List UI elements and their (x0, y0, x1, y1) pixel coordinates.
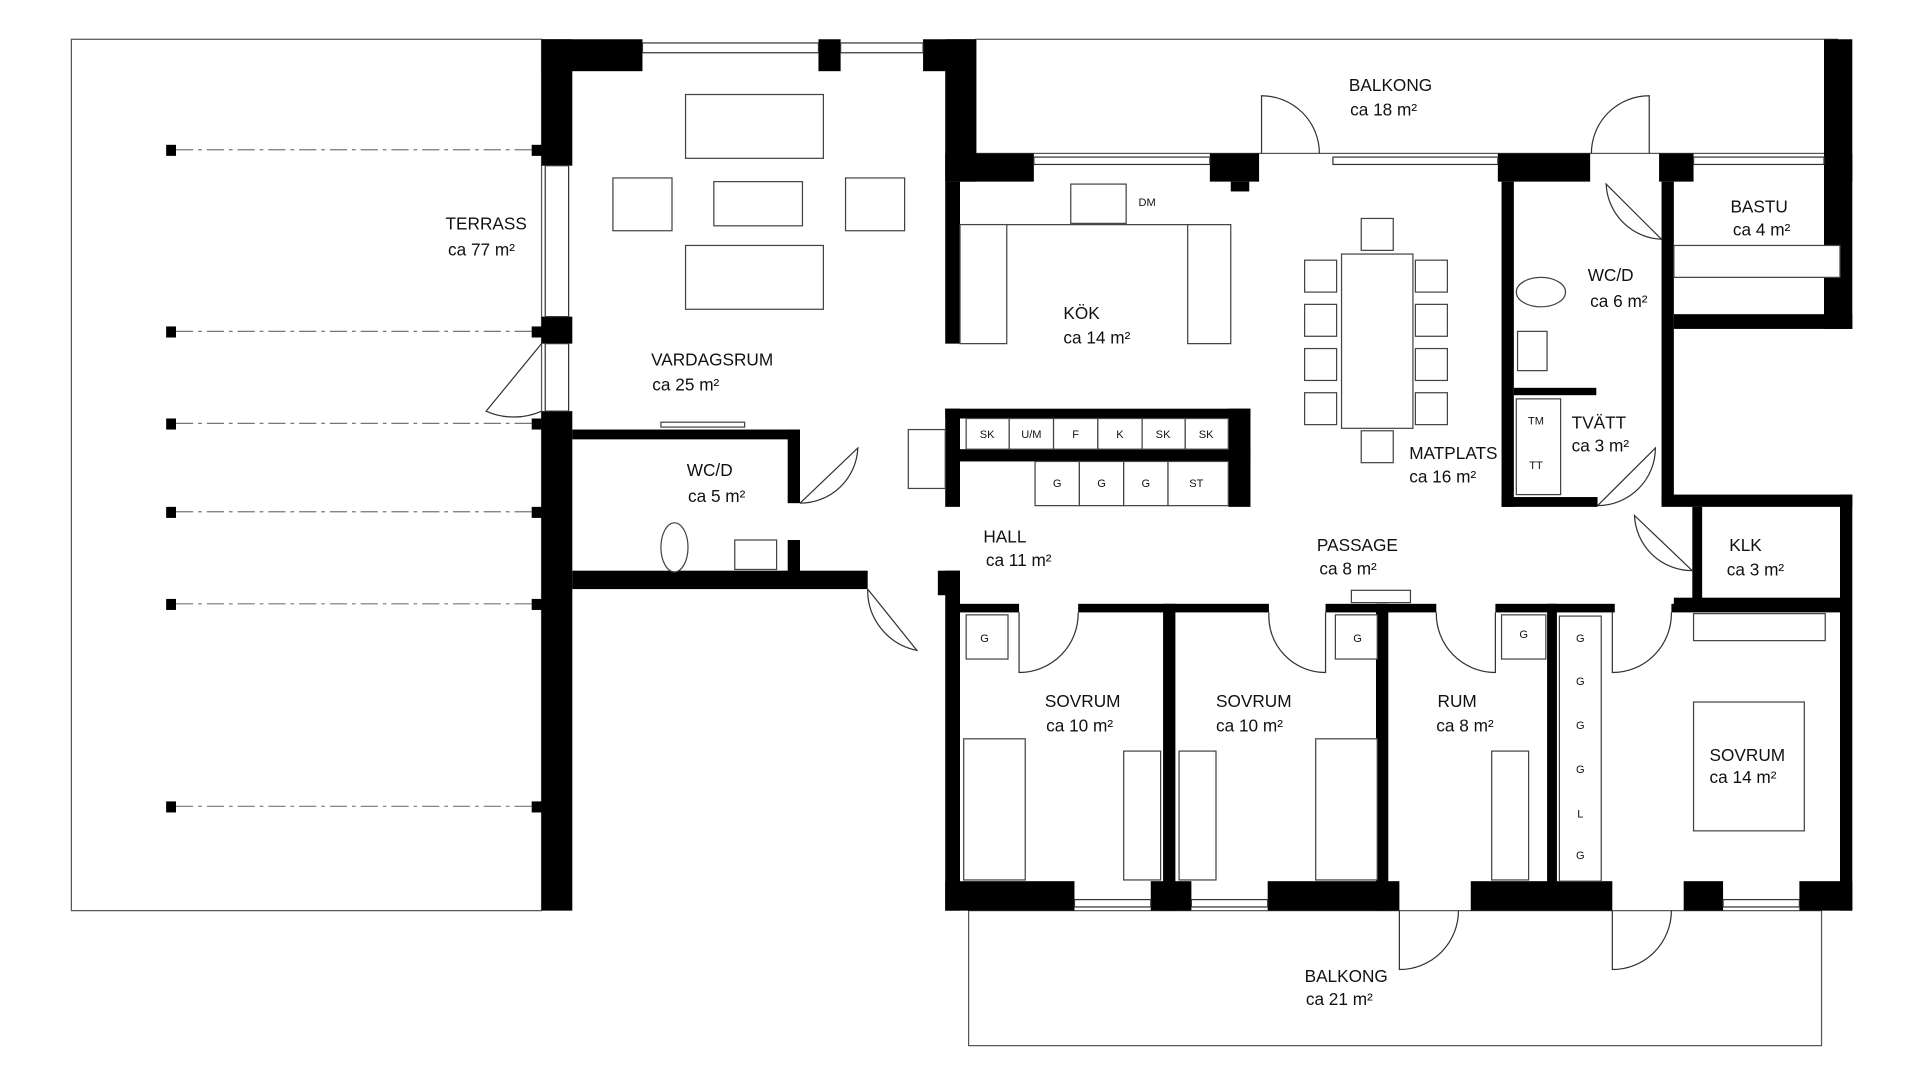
room-name-tvatt: TVÄTT (1572, 412, 1627, 432)
room-name-bastu: BASTU (1730, 196, 1787, 216)
room-name-rum: RUM (1438, 691, 1477, 711)
closet-label: L (1577, 808, 1583, 820)
room-area-balkong-bottom: ca 21 m² (1306, 989, 1373, 1009)
cabinet-label: ST (1189, 478, 1203, 490)
room-name-terrass: TERRASS (446, 214, 527, 234)
furniture (612, 93, 1841, 881)
hall-upper-cabinets: SK U/M F K SK SK (965, 417, 1229, 450)
room-area-balkong-top: ca 18 m² (1350, 99, 1417, 119)
balcony-bottom-outline (968, 910, 1823, 1047)
room-name-wcd-right: WC/D (1588, 265, 1634, 285)
wardrobe-label: G (1519, 629, 1528, 641)
room-name-wcd-left: WC/D (687, 460, 733, 480)
room-name-kok: KÖK (1063, 303, 1100, 323)
room-area-sovrum-3: ca 14 m² (1710, 767, 1777, 787)
wardrobe-label: G (1353, 633, 1362, 645)
cabinet-label: U/M (1021, 429, 1041, 441)
room-area-kok: ca 14 m² (1063, 328, 1130, 348)
room-area-sovrum-2: ca 10 m² (1216, 715, 1283, 735)
wardrobe-label: G (980, 633, 989, 645)
room-name-sovrum-2: SOVRUM (1216, 691, 1292, 711)
fixture-labels: DM SK U/M F K SK SK G G G ST TM TT G G G… (965, 197, 1602, 882)
room-name-vardagsrum: VARDAGSRUM (651, 350, 773, 370)
dishwasher-label: DM (1138, 197, 1155, 209)
doors (485, 95, 1693, 971)
room-area-tvatt: ca 3 m² (1572, 436, 1630, 456)
cabinet-label: G (1142, 478, 1151, 490)
room-name-hall: HALL (983, 526, 1026, 546)
windows (544, 42, 1825, 908)
room-area-rum: ca 8 m² (1436, 715, 1494, 735)
room-name-sovrum-3: SOVRUM (1710, 745, 1786, 765)
terrace-outline (70, 38, 543, 912)
dryer-label: TT (1529, 460, 1543, 472)
room-name-sovrum-1: SOVRUM (1045, 691, 1121, 711)
walls (541, 39, 1853, 911)
closet-label: G (1576, 633, 1585, 645)
washing-machine-label: TM (1528, 416, 1544, 428)
closet-label: G (1576, 676, 1585, 688)
room-area-terrass: ca 77 m² (448, 239, 515, 259)
room-name-balkong-bottom: BALKONG (1305, 966, 1388, 986)
room-name-klk: KLK (1729, 535, 1762, 555)
room-labels: TERRASS ca 77 m² VARDAGSRUM ca 25 m² BAL… (446, 75, 1791, 1009)
cabinet-label: SK (1199, 429, 1214, 441)
closet-label: G (1576, 720, 1585, 732)
cabinet-label: SK (1156, 429, 1171, 441)
cabinet-label: G (1097, 478, 1106, 490)
sovrum3-closets: G G G G L G (1558, 615, 1602, 882)
room-area-matplats: ca 16 m² (1409, 466, 1476, 486)
closet-label: G (1576, 850, 1585, 862)
cabinet-label: K (1116, 429, 1124, 441)
cabinet-label: F (1072, 429, 1079, 441)
room-area-hall: ca 11 m² (986, 550, 1052, 570)
room-area-vardagsrum: ca 25 m² (652, 374, 719, 394)
hall-lower-cabinets: G G G ST (1034, 460, 1229, 507)
balcony-top-outline (975, 38, 1839, 155)
cabinet-label: SK (980, 429, 995, 441)
room-area-klk: ca 3 m² (1727, 560, 1785, 580)
room-area-wcd-left: ca 5 m² (688, 486, 746, 506)
closet-label: G (1576, 764, 1585, 776)
room-name-balkong-top: BALKONG (1349, 75, 1432, 95)
room-name-matplats: MATPLATS (1409, 443, 1497, 463)
room-area-wcd-right: ca 6 m² (1590, 291, 1648, 311)
pergola-beams (166, 144, 542, 813)
room-name-passage: PASSAGE (1317, 535, 1398, 555)
room-area-passage: ca 8 m² (1319, 558, 1377, 578)
cabinet-label: G (1053, 478, 1062, 490)
room-area-bastu: ca 4 m² (1733, 220, 1791, 240)
room-area-sovrum-1: ca 10 m² (1046, 715, 1113, 735)
